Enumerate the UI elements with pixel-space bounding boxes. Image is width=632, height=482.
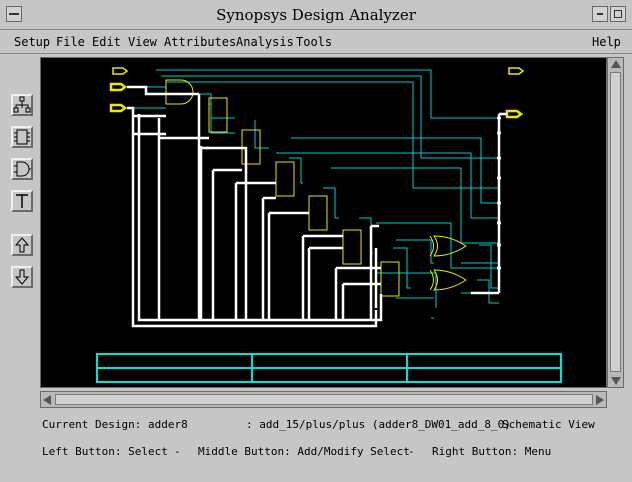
xor-gate-arc [429, 235, 434, 257]
menu-view[interactable]: View [128, 35, 157, 49]
menu-help[interactable]: Help [592, 35, 621, 49]
left-button-hint: Left Button: Select [42, 445, 168, 458]
scroll-left-icon[interactable] [43, 395, 51, 405]
output-port [505, 109, 524, 119]
minimize-button[interactable] [592, 6, 608, 22]
hint-separator: - [174, 445, 181, 458]
menu-tools[interactable]: Tools [296, 35, 333, 49]
scroll-up-icon[interactable] [611, 60, 621, 68]
push-up-button[interactable] [11, 234, 33, 256]
middle-button-hint: Middle Button: Add/Modify Select [198, 445, 410, 458]
right-button-hint: Right Button: Menu [432, 445, 552, 458]
and-gate [165, 79, 194, 105]
left-toolbar [0, 54, 38, 394]
horizontal-scroll-thumb[interactable] [55, 394, 593, 405]
instance-label: : add_15/plus/plus (adder8_DW01_add_8_0) [246, 418, 511, 431]
report-table [96, 353, 562, 383]
text-icon [16, 194, 28, 208]
adder-cell [380, 261, 400, 297]
scroll-right-icon[interactable] [596, 395, 604, 405]
schematic-canvas[interactable] [40, 57, 607, 388]
window-menu-button[interactable] [6, 6, 22, 22]
vertical-scrollbar[interactable] [607, 57, 624, 388]
text-button[interactable] [11, 190, 33, 212]
push-down-button[interactable] [11, 266, 33, 288]
scroll-down-icon[interactable] [611, 377, 621, 385]
menu-analysis[interactable]: Analysis [236, 35, 294, 49]
output-port [508, 67, 525, 75]
adder-cell [208, 97, 228, 133]
menu-file[interactable]: File [56, 35, 85, 49]
menu-setup[interactable]: Setup [14, 35, 51, 49]
input-port [109, 82, 128, 92]
vertical-scroll-thumb[interactable] [610, 72, 621, 372]
title-bar: Synopsys Design Analyzer [0, 0, 632, 30]
xor-gate [433, 235, 467, 257]
input-port [109, 103, 128, 113]
chip-icon [14, 129, 30, 145]
view-label: Schematic View [502, 418, 595, 431]
input-port [112, 67, 129, 75]
chip-button[interactable] [11, 126, 33, 148]
gate-icon [14, 161, 31, 177]
menu-edit[interactable]: Edit [92, 35, 121, 49]
xor-gate [433, 269, 467, 291]
menu-attributes[interactable]: Attributes [164, 35, 237, 49]
xor-gate-arc [429, 269, 434, 291]
hint-separator: - [408, 445, 415, 458]
schematic-drawing [96, 67, 562, 383]
hierarchy-button[interactable] [11, 94, 33, 116]
adder-cell [308, 195, 328, 231]
maximize-button[interactable] [610, 6, 626, 22]
adder-cell [275, 161, 295, 197]
menu-bar: Setup File Edit View Attributes Analysis… [0, 30, 632, 54]
horizontal-scrollbar[interactable] [40, 391, 607, 408]
down-arrow-icon [14, 269, 30, 285]
up-arrow-icon [14, 237, 30, 253]
current-design-label: Current Design: adder8 [42, 418, 188, 431]
adder-cell [342, 229, 362, 265]
window-title: Synopsys Design Analyzer [216, 6, 416, 24]
gate-button[interactable] [11, 158, 33, 180]
hierarchy-icon [13, 96, 31, 113]
